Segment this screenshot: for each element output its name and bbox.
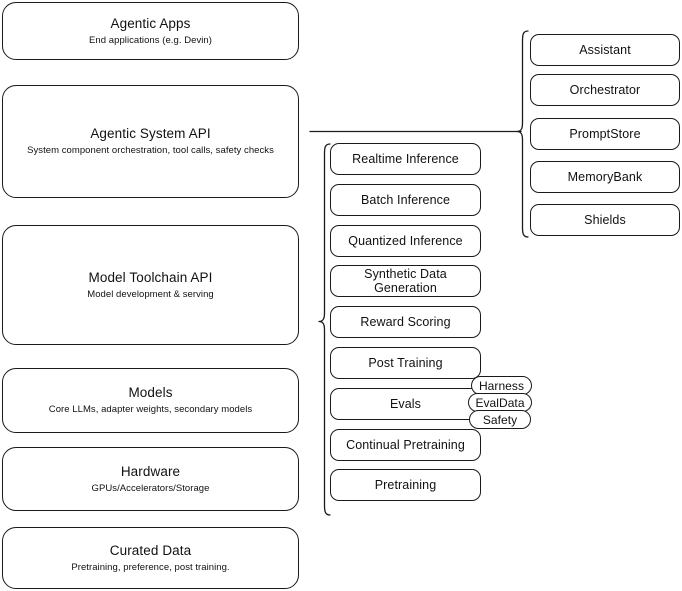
layer-title: Curated Data — [109, 542, 192, 558]
layer-subtitle: Core LLMs, adapter weights, secondary mo… — [48, 404, 253, 415]
layer-box-curated-data[interactable]: Curated Data Pretraining, preference, po… — [2, 527, 299, 589]
capability-label: Realtime Inference — [352, 152, 459, 166]
layer-box-agentic-apps[interactable]: Agentic Apps End applications (e.g. Devi… — [2, 2, 299, 60]
pill-label: Safety — [482, 412, 518, 427]
capability-label: Pretraining — [374, 478, 437, 492]
layer-title: Models — [128, 385, 173, 400]
capability-label: Post Training — [368, 356, 443, 370]
layer-title: Agentic Apps — [110, 15, 191, 31]
capability-label: Evals — [389, 397, 422, 411]
component-box-orchestrator[interactable]: Orchestrator — [530, 74, 680, 106]
layer-box-models[interactable]: Models Core LLMs, adapter weights, secon… — [2, 368, 299, 433]
model-toolchain-brace — [318, 143, 331, 516]
layer-title: Agentic System API — [90, 126, 211, 141]
layer-box-agentic-system-api[interactable]: Agentic System API System component orch… — [2, 85, 299, 198]
layer-subtitle: Model development & serving — [87, 288, 214, 300]
capability-label: Reward Scoring — [360, 315, 451, 329]
capability-box-reward-scoring[interactable]: Reward Scoring — [330, 306, 481, 338]
component-label: PromptStore — [569, 127, 641, 141]
capability-label: Quantized Inference — [348, 234, 463, 248]
layer-box-hardware[interactable]: Hardware GPUs/Accelerators/Storage — [2, 447, 299, 511]
layer-title: Hardware — [120, 463, 181, 479]
component-box-promptstore[interactable]: PromptStore — [530, 118, 680, 150]
layer-subtitle: Pretraining, preference, post training. — [71, 561, 230, 573]
layer-subtitle: GPUs/Accelerators/Storage — [91, 482, 210, 494]
component-box-memorybank[interactable]: MemoryBank — [530, 161, 680, 193]
component-label: MemoryBank — [567, 170, 643, 184]
pill-label: Harness — [478, 378, 525, 393]
pill-label: EvalData — [475, 395, 525, 410]
component-box-assistant[interactable]: Assistant — [530, 34, 680, 66]
capability-label: Batch Inference — [360, 193, 451, 207]
capability-label: Synthetic Data Generation — [364, 267, 447, 295]
agentic-system-brace — [516, 30, 529, 238]
layer-subtitle: End applications (e.g. Devin) — [89, 34, 212, 46]
capability-box-continual-pretraining[interactable]: Continual Pretraining — [330, 429, 481, 461]
capability-label: Continual Pretraining — [346, 438, 465, 452]
capability-box-realtime-inference[interactable]: Realtime Inference — [330, 143, 481, 175]
capability-box-quantized-inference[interactable]: Quantized Inference — [330, 225, 481, 257]
capability-box-batch-inference[interactable]: Batch Inference — [330, 184, 481, 216]
component-label: Assistant — [579, 43, 631, 57]
capability-box-evals[interactable]: Evals — [330, 388, 481, 420]
component-box-shields[interactable]: Shields — [530, 204, 680, 236]
capability-box-synthetic-data-generation[interactable]: Synthetic Data Generation — [330, 265, 481, 297]
layer-subtitle: System component orchestration, tool cal… — [27, 145, 274, 156]
capability-box-post-training[interactable]: Post Training — [330, 347, 481, 379]
component-label: Orchestrator — [569, 83, 641, 97]
evals-pill-safety[interactable]: Safety — [469, 410, 531, 429]
component-label: Shields — [584, 213, 626, 227]
layer-box-model-toolchain-api[interactable]: Model Toolchain API Model development & … — [2, 225, 299, 345]
layer-title: Model Toolchain API — [88, 269, 213, 285]
capability-box-pretraining[interactable]: Pretraining — [330, 469, 481, 501]
